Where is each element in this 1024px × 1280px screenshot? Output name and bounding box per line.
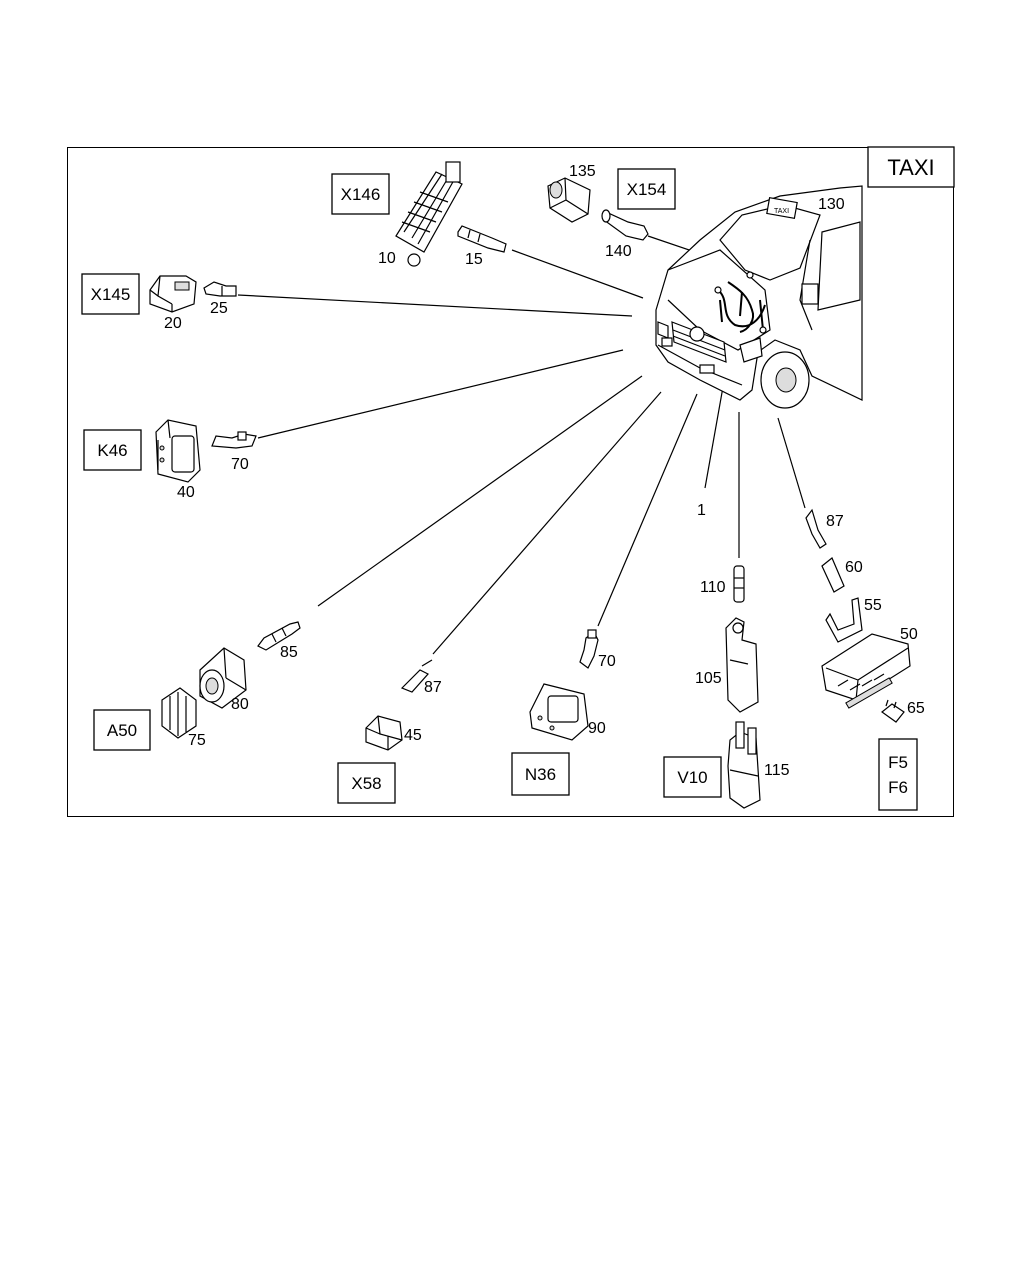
part-105-icon	[725, 617, 759, 713]
part-number-110: 110	[700, 579, 726, 596]
part-140-icon	[601, 209, 649, 241]
module-label-v10: V10	[677, 768, 707, 787]
part-number-60: 60	[845, 559, 863, 576]
module-label-x146: X146	[341, 185, 381, 204]
part-80-icon	[199, 647, 247, 709]
part-number-10: 10	[378, 250, 396, 267]
part-number-45: 45	[404, 727, 422, 744]
part-25-icon	[203, 281, 237, 297]
part-number-75: 75	[188, 732, 206, 749]
part-number-40: 40	[177, 484, 195, 501]
part-number-87b: 87	[424, 679, 442, 696]
part-number-80: 80	[231, 696, 249, 713]
part-number-105: 105	[695, 670, 722, 687]
module-label-x58: X58	[351, 774, 381, 793]
part-number-55: 55	[864, 597, 882, 614]
module-box-x154: X154	[617, 168, 676, 210]
module-box-v10: V10	[663, 756, 722, 798]
part-number-20: 20	[164, 315, 182, 332]
part-number-15: 15	[465, 251, 483, 268]
svg-text:TAXI: TAXI	[774, 208, 789, 215]
part-number-90: 90	[588, 720, 606, 737]
module-box-n36: N36	[511, 752, 570, 796]
module-label-a50: A50	[107, 721, 137, 740]
module-label-x145: X145	[91, 285, 131, 304]
part-number-70b: 70	[598, 653, 616, 670]
part-10-icon	[395, 161, 463, 267]
part-115-icon	[727, 721, 761, 809]
module-box-x146: X146	[331, 173, 390, 215]
part-65-icon	[881, 699, 905, 723]
module-box-a50: A50	[93, 709, 151, 751]
part-60-icon	[821, 557, 845, 593]
part-87b-icon	[400, 659, 433, 693]
part-90-icon	[529, 683, 589, 741]
part-70a-icon	[211, 431, 257, 449]
part-number-65: 65	[907, 700, 925, 717]
part-number-1: 1	[697, 502, 706, 519]
part-40-icon	[155, 419, 201, 483]
part-number-70a: 70	[231, 456, 249, 473]
module-label-f5: F5	[888, 753, 908, 772]
part-number-130: 130	[818, 196, 845, 213]
part-70b-icon	[579, 629, 599, 669]
part-85-icon	[257, 621, 301, 651]
module-box-x58: X58	[337, 762, 396, 804]
part-135-icon	[547, 177, 591, 223]
part-20-icon	[149, 275, 197, 313]
module-label-f6: F6	[888, 778, 908, 797]
part-50-icon	[821, 633, 911, 709]
part-number-85: 85	[280, 644, 298, 661]
module-label-n36: N36	[525, 765, 556, 784]
module-box-f5-f6: F5 F6	[878, 738, 918, 811]
part-15-icon	[457, 225, 507, 253]
part-number-115: 115	[764, 762, 790, 779]
part-number-labels: 135 130 10 15 140 20 25 70 40 1 87 60 55…	[164, 163, 925, 779]
part-45-icon	[365, 715, 403, 751]
part-75-icon	[161, 687, 197, 739]
taxi-tag: TAXI	[867, 146, 955, 188]
part-number-87a: 87	[826, 513, 844, 530]
taxi-tag-label: TAXI	[887, 155, 934, 180]
part-87a-icon	[805, 508, 827, 549]
module-box-k46: K46	[83, 429, 142, 471]
diagram-frame	[67, 147, 954, 817]
part-number-50: 50	[900, 626, 918, 643]
van-illustration: TAXI	[655, 185, 863, 409]
module-label-x154: X154	[627, 180, 667, 199]
module-box-x145: X145	[81, 273, 140, 315]
part-55-icon	[825, 597, 863, 643]
module-label-k46: K46	[97, 441, 127, 460]
part-110-icon	[733, 565, 745, 603]
part-number-25: 25	[210, 300, 228, 317]
part-number-135: 135	[569, 163, 596, 180]
part-number-140: 140	[605, 243, 632, 260]
